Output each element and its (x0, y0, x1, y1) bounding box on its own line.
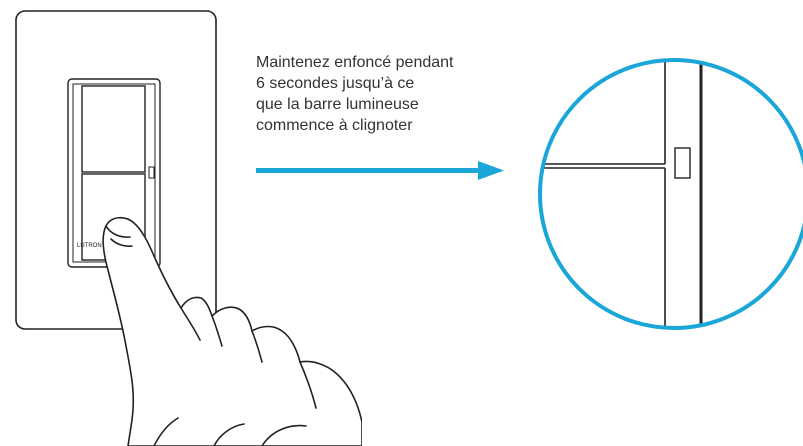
light-bar-closeup (674, 147, 691, 179)
dimmer-upper-paddle (81, 85, 146, 173)
hand-icon (102, 216, 362, 446)
zoom-circle-ring (538, 58, 803, 330)
instruction-line-2: 6 secondes jusqu’à ce (256, 75, 415, 92)
instruction-line-1: Maintenez enfoncé pendant (256, 54, 454, 71)
light-bar-indicator (148, 166, 155, 179)
brand-mark: LUTRON (77, 243, 102, 249)
instruction-line-3: que la barre lumineuse (256, 96, 419, 113)
instruction-line-4: commence à clignoter (256, 117, 413, 134)
instruction-text: Maintenez enfoncé pendant 6 secondes jus… (256, 52, 526, 136)
arrow-right-icon (256, 161, 504, 180)
zoom-detail (538, 58, 803, 330)
